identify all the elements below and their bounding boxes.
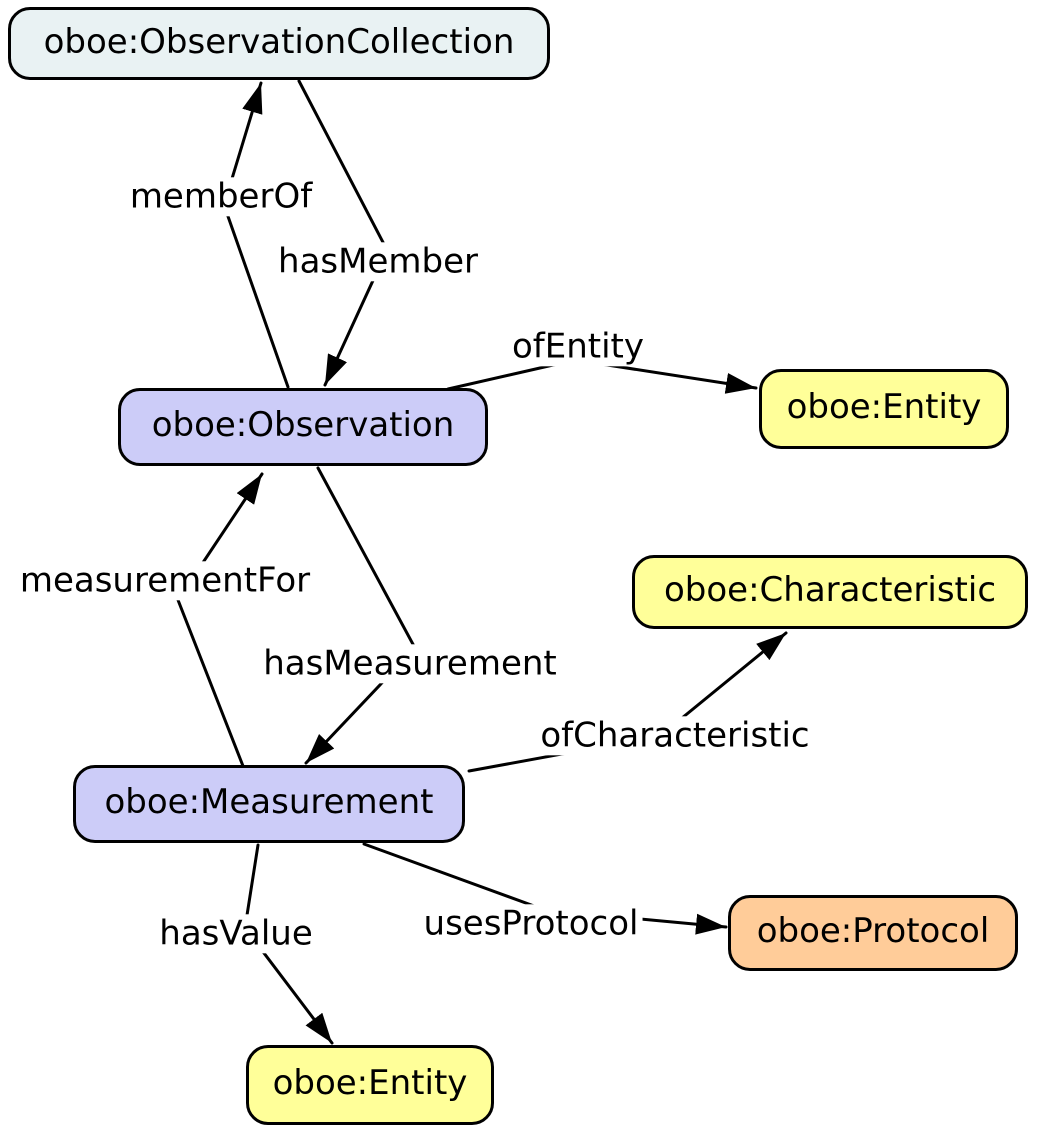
node-entity-top: oboe:Entity bbox=[759, 369, 1009, 449]
edge-hasMember-line bbox=[297, 79, 389, 387]
node-measurement-label: oboe:Measurement bbox=[104, 782, 434, 822]
node-observation: oboe:Observation bbox=[118, 388, 488, 466]
edge-label-ofEntity: ofEntity bbox=[507, 327, 649, 367]
edge-hasMeasurement-line bbox=[304, 466, 417, 765]
edge-measurementFor-line bbox=[176, 472, 264, 768]
node-protocol-label: oboe:Protocol bbox=[756, 911, 990, 951]
node-observation-collection: oboe:ObservationCollection bbox=[8, 7, 550, 80]
edge-label-hasValue: hasValue bbox=[155, 914, 317, 954]
node-characteristic-label: oboe:Characteristic bbox=[663, 570, 997, 610]
edge-label-ofCharacteristic: ofCharacteristic bbox=[536, 716, 814, 756]
edge-label-hasMeasurement: hasMeasurement bbox=[259, 644, 561, 684]
node-entity-bottom-label: oboe:Entity bbox=[272, 1063, 468, 1103]
node-observation-collection-label: oboe:ObservationCollection bbox=[43, 21, 515, 62]
edge-label-memberOf: memberOf bbox=[125, 177, 317, 217]
node-characteristic: oboe:Characteristic bbox=[632, 555, 1028, 629]
edge-label-measurementFor: measurementFor bbox=[15, 561, 315, 601]
node-entity-top-label: oboe:Entity bbox=[786, 387, 982, 427]
node-protocol: oboe:Protocol bbox=[728, 895, 1018, 971]
node-entity-bottom: oboe:Entity bbox=[246, 1045, 494, 1125]
node-measurement: oboe:Measurement bbox=[73, 765, 465, 843]
node-observation-label: oboe:Observation bbox=[151, 405, 455, 445]
edge-label-usesProtocol: usesProtocol bbox=[419, 904, 643, 944]
edge-memberOf-line bbox=[222, 81, 290, 389]
edge-label-hasMember: hasMember bbox=[274, 242, 482, 282]
